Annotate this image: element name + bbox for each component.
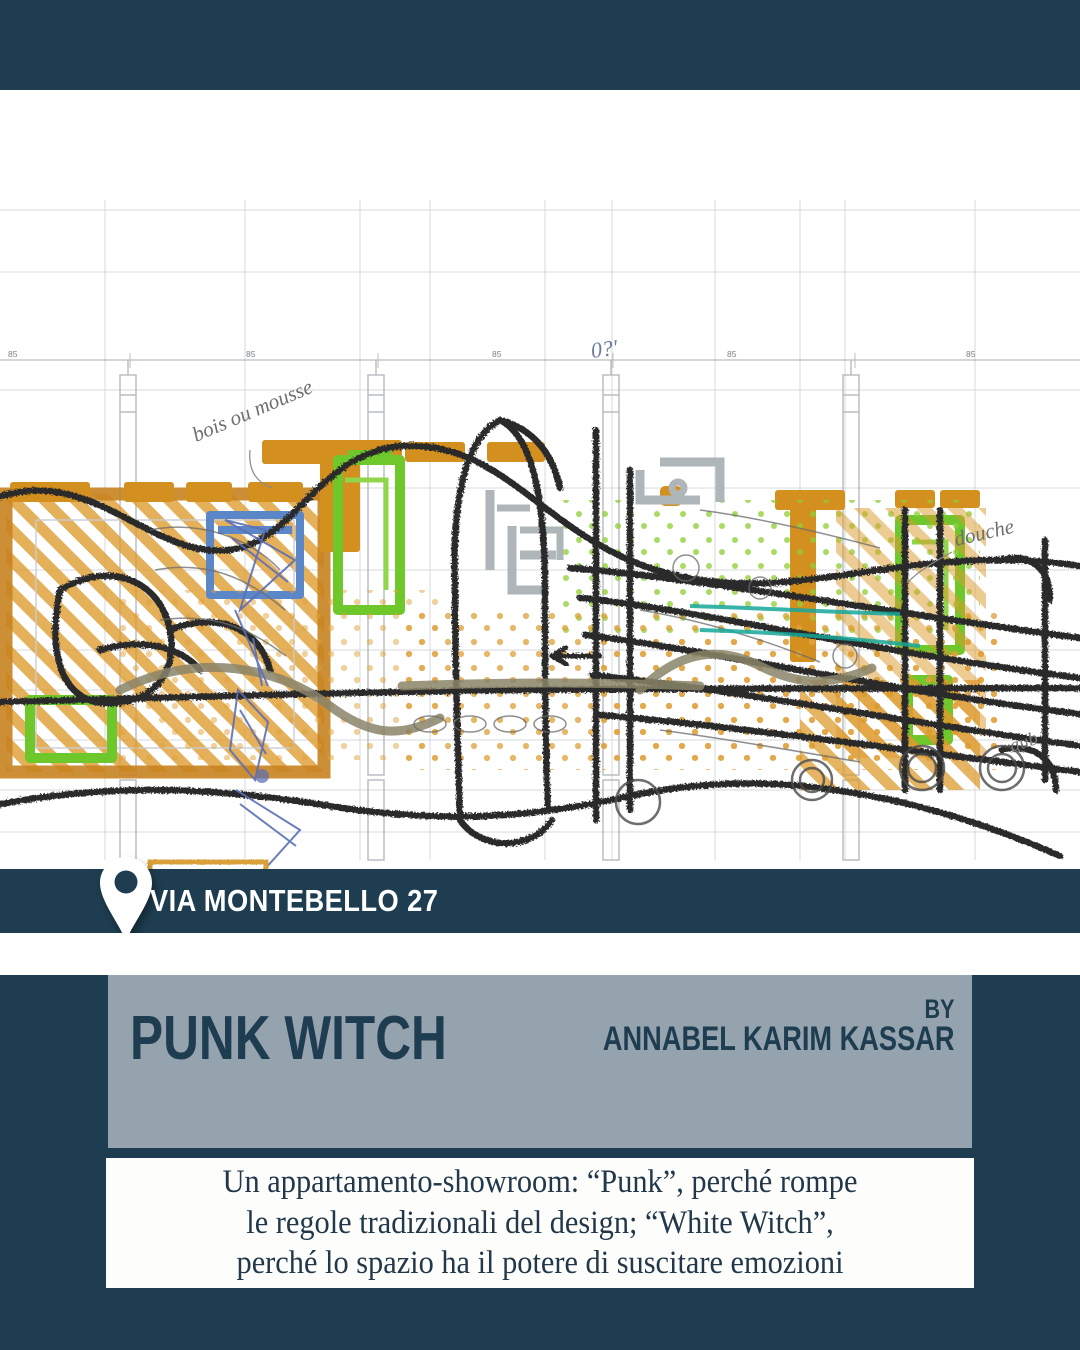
cad-fixtures <box>485 457 725 595</box>
annotation-leader-lines <box>249 449 953 583</box>
dimension-line: 85 85 85 85 85 <box>0 349 1080 368</box>
annotation-leader-mark: 0?' <box>589 334 619 363</box>
location-label: VIA MONTEBELLO 27 <box>150 883 439 918</box>
svg-text:85: 85 <box>727 349 737 359</box>
wheel-circles <box>614 744 1026 826</box>
svg-text:85: 85 <box>8 349 18 359</box>
bold-ink-sketch <box>0 416 1080 860</box>
map-pin-icon <box>97 855 155 943</box>
architectural-drawing: 85 85 85 85 85 <box>0 90 1080 869</box>
teal-highlight-streak <box>689 604 921 648</box>
location-banner: VIA MONTEBELLO 27 <box>0 857 1080 941</box>
svg-text:85: 85 <box>492 349 502 359</box>
byline-author: ANNABEL KARIM KASSAR <box>602 1019 954 1058</box>
title-band: PUNK WITCH BY ANNABEL KARIM KASSAR <box>108 975 972 1148</box>
white-spacer <box>0 933 1080 975</box>
top-navy-bar <box>0 0 1080 90</box>
olive-sketch-lines <box>115 649 877 736</box>
byline-by-label: BY <box>923 994 954 1024</box>
blue-sketch-diagonal <box>224 519 302 869</box>
pencil-detail-lines <box>149 509 881 763</box>
page-title: PUNK WITCH <box>130 1004 447 1073</box>
floor-plan-sketch: 85 85 85 85 85 <box>0 90 1080 869</box>
description-text: Un appartamento-showroom: “Punk”, perché… <box>222 1164 858 1282</box>
demol-legend-box <box>147 859 269 869</box>
cad-fixtures-secondary <box>497 478 688 560</box>
description-box: Un appartamento-showroom: “Punk”, perché… <box>106 1158 974 1288</box>
svg-text:85: 85 <box>246 349 256 359</box>
svg-text:85: 85 <box>966 349 976 359</box>
byline: BY ANNABEL KARIM KASSAR <box>515 994 954 1058</box>
